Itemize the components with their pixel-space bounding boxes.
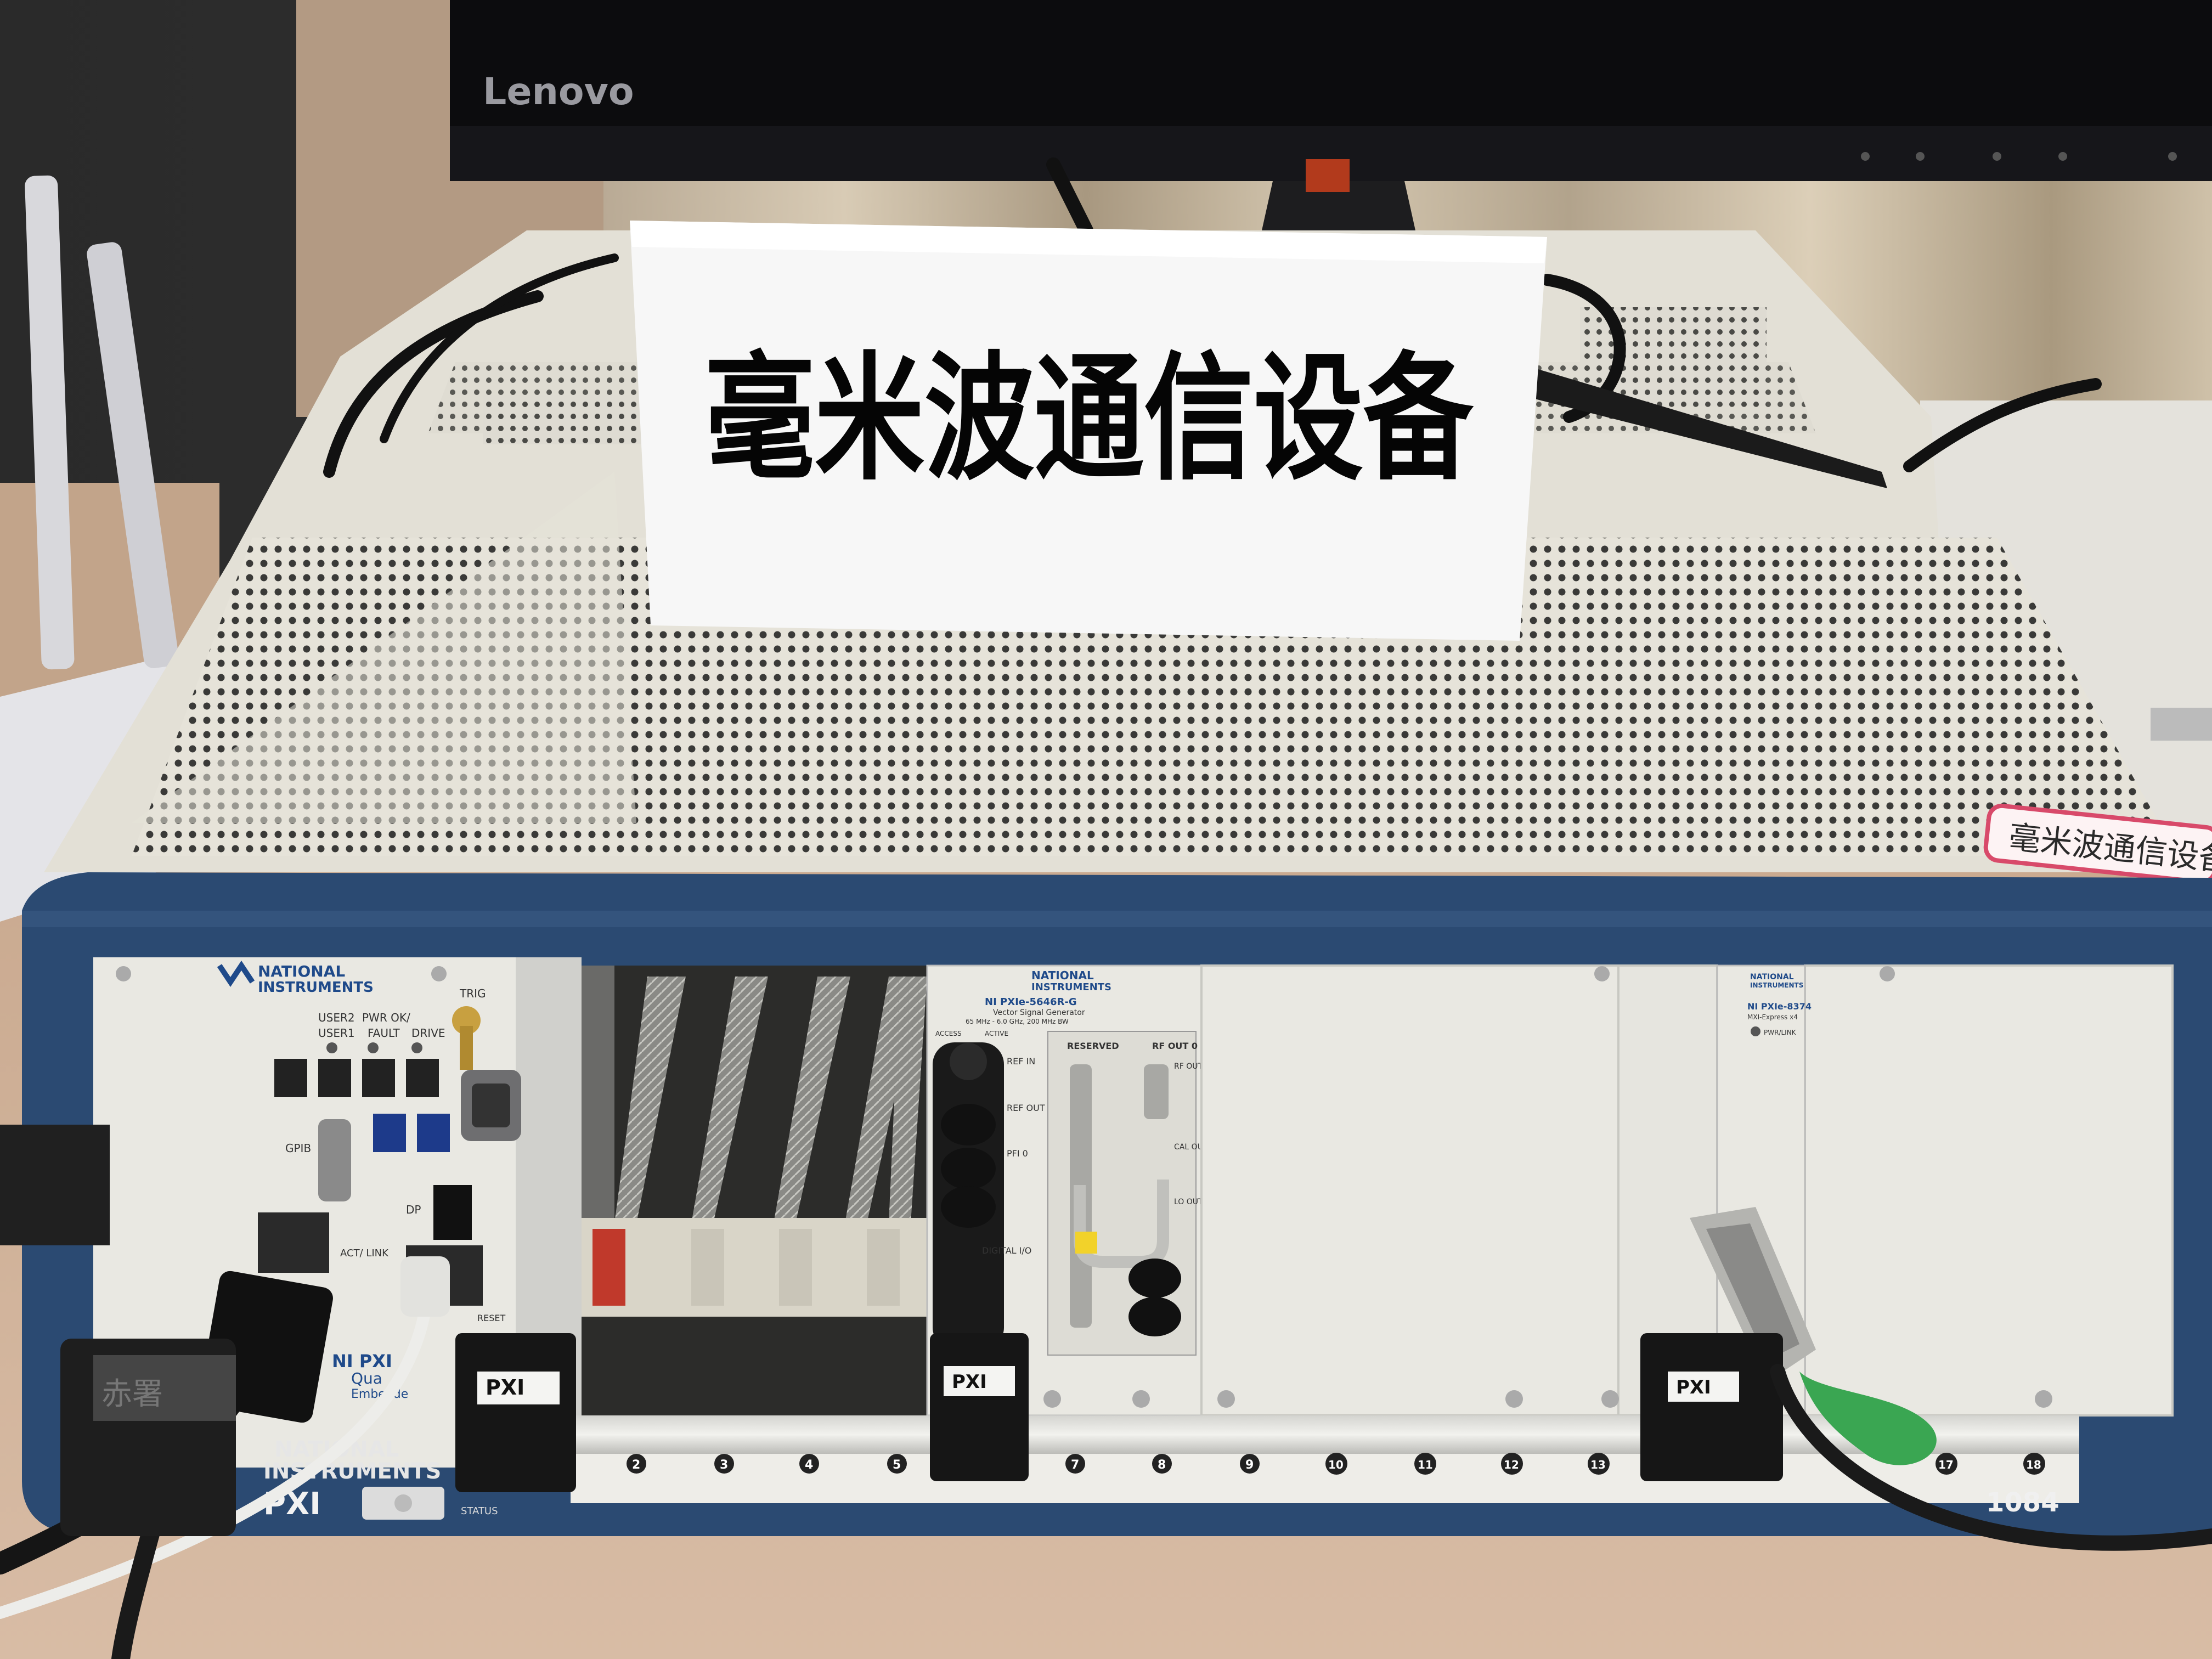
adapter-label: 赤署 bbox=[101, 1376, 163, 1412]
controller-brand-2: INSTRUMENTS bbox=[258, 979, 374, 996]
ethernet-port bbox=[258, 1212, 329, 1273]
vsg-access: ACCESS bbox=[935, 1030, 962, 1037]
controller-product: NI PXI bbox=[332, 1351, 392, 1372]
chassis-model: 1084 bbox=[1986, 1487, 2059, 1518]
trig-label: TRIG bbox=[459, 987, 486, 1000]
gpib-connector bbox=[318, 1119, 351, 1201]
mxi-model: NI PXIe-8374 bbox=[1747, 1001, 1812, 1012]
mxi-desc: MXI-Express x4 bbox=[1747, 1013, 1798, 1021]
slot-label: 9 bbox=[1245, 1458, 1254, 1472]
usb-port bbox=[318, 1059, 351, 1097]
pxi-handle: PXI bbox=[1640, 1333, 1783, 1481]
slot-label: 8 bbox=[1158, 1458, 1166, 1472]
displayport bbox=[433, 1185, 472, 1240]
pxi-handle: PXI bbox=[455, 1333, 576, 1492]
monitor: Lenovo bbox=[450, 0, 2212, 230]
dp-label: DP bbox=[406, 1203, 421, 1216]
usb3-port bbox=[417, 1114, 450, 1152]
top-cables bbox=[323, 157, 2102, 478]
vsg-brand-2: INSTRUMENTS bbox=[1031, 981, 1111, 993]
pxi-handle: PXI bbox=[930, 1333, 1029, 1481]
black-adapter: 赤署 bbox=[0, 1125, 236, 1536]
vsg-spec: 65 MHz - 6.0 GHz, 200 MHz BW bbox=[966, 1018, 1069, 1025]
usb3-port bbox=[373, 1114, 406, 1152]
usb-port bbox=[362, 1059, 395, 1097]
vsg-lo-out: LO OUT bbox=[1174, 1198, 1203, 1206]
name-sign: 毫米波通信设备 bbox=[630, 221, 1547, 641]
led-label-user2: USER2 bbox=[318, 1011, 355, 1024]
led-label-fault: FAULT bbox=[368, 1026, 400, 1040]
vsg-digital-io: DIGITAL I/O bbox=[982, 1245, 1031, 1256]
led-label-drive: DRIVE bbox=[411, 1026, 445, 1040]
empty-slots bbox=[582, 966, 927, 1415]
controller-product-2: Qua bbox=[351, 1369, 382, 1387]
ribbon-cables bbox=[614, 977, 927, 1223]
slot-number-labels: 2 3 4 5 7 8 9 10 11 12 13 17 18 bbox=[627, 1453, 2045, 1475]
pxi-badge-text: PXI bbox=[952, 1371, 987, 1393]
status-label: STATUS bbox=[461, 1505, 498, 1517]
led-label-user1: USER1 bbox=[318, 1026, 355, 1040]
monitor-brand: Lenovo bbox=[483, 70, 634, 114]
green-cable-tie bbox=[1799, 1372, 1937, 1465]
ni-eagle-icon bbox=[217, 960, 255, 988]
mxi-pwr-link: PWR/LINK bbox=[1764, 1029, 1797, 1036]
controller-brand-1: NATIONAL bbox=[258, 962, 345, 980]
vsg-desc: Vector Signal Generator bbox=[993, 1008, 1085, 1017]
led-label-pwr: PWR OK/ bbox=[362, 1011, 410, 1024]
vsg-pfi0: PFI 0 bbox=[1007, 1148, 1028, 1159]
mxi-brand-2: INSTRUMENTS bbox=[1750, 981, 1803, 989]
slot-label: 13 bbox=[1590, 1458, 1606, 1471]
vsg-active: ACTIVE bbox=[985, 1030, 1008, 1037]
slot-label: 5 bbox=[893, 1458, 901, 1472]
slot-label: 7 bbox=[1071, 1458, 1079, 1472]
sign-text: 毫米波通信设备 bbox=[705, 339, 1474, 499]
power-icon bbox=[394, 1494, 412, 1512]
slot-label: 11 bbox=[1418, 1458, 1433, 1471]
slot-label: 12 bbox=[1504, 1458, 1519, 1471]
trig-smb-connector bbox=[452, 1006, 481, 1035]
vsg-ref-out: REF OUT bbox=[1007, 1103, 1045, 1113]
vsg-cal-out: CAL OUT bbox=[1174, 1143, 1208, 1152]
mxi-brand-1: NATIONAL bbox=[1750, 973, 1794, 981]
yellow-tag bbox=[1075, 1232, 1097, 1254]
slot-label: 17 bbox=[1938, 1458, 1954, 1471]
slot-label: 3 bbox=[720, 1458, 728, 1472]
vsg-reserved: RESERVED bbox=[1067, 1041, 1119, 1051]
vsg-model: NI PXIe-5646R-G bbox=[985, 996, 1077, 1008]
ethernet-plug bbox=[400, 1256, 450, 1317]
pxi-badge-text: PXI bbox=[486, 1375, 524, 1400]
vsg-ref-in: REF IN bbox=[1007, 1056, 1035, 1066]
usb-port bbox=[274, 1059, 307, 1097]
vsg-rf-out: RF OUT bbox=[1174, 1062, 1203, 1071]
reset-label: RESET bbox=[477, 1313, 505, 1323]
gpib-label: GPIB bbox=[285, 1142, 311, 1155]
black-stylus bbox=[1514, 362, 1887, 488]
usb-port bbox=[406, 1059, 439, 1097]
vsg-rf-out0: RF OUT 0 bbox=[1152, 1041, 1198, 1051]
vsg-brand-1: NATIONAL bbox=[1031, 969, 1094, 982]
act-link-label: ACT/ LINK bbox=[340, 1248, 389, 1259]
pxi-badge-text: PXI bbox=[1676, 1376, 1711, 1398]
slot-label: 2 bbox=[632, 1458, 640, 1472]
slot-label: 10 bbox=[1328, 1458, 1344, 1471]
slot-label: 4 bbox=[805, 1458, 813, 1472]
slot-label: 18 bbox=[2026, 1458, 2041, 1471]
